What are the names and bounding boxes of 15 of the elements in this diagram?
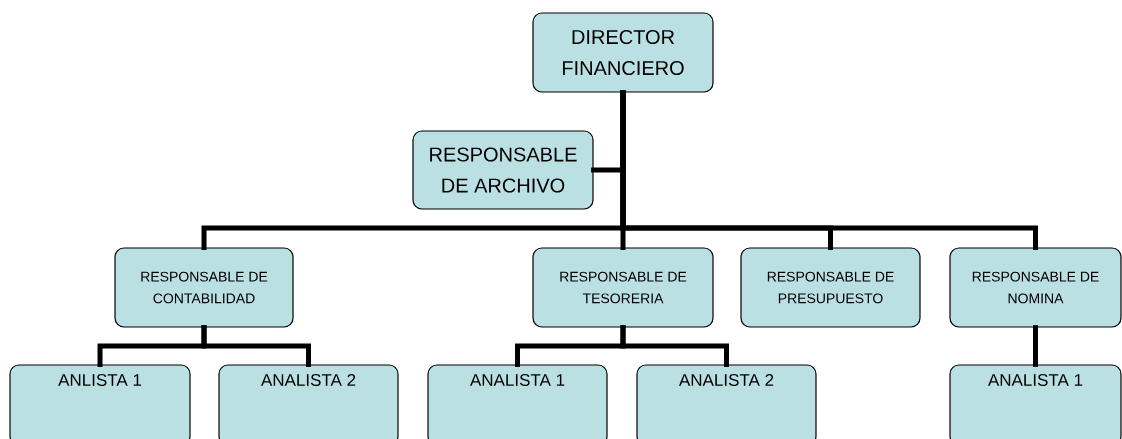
org-box: RESPONSABLE DE NOMINA (949, 247, 1122, 328)
org-box: ANALISTA 2 (636, 364, 817, 439)
org-box: DIRECTOR FINANCIERO (532, 12, 714, 93)
connector-line (620, 325, 729, 367)
org-box: RESPONSABLE DE TESORERIA (532, 247, 714, 328)
connector-line (620, 90, 1038, 250)
org-box: RESPONSABLE DE ARCHIVO (412, 130, 594, 210)
org-box: ANALISTA 1 (949, 364, 1122, 439)
org-box: ANLISTA 1 (9, 364, 191, 439)
org-box: RESPONSABLE DE CONTABILIDAD (114, 247, 294, 328)
org-box: ANALISTA 1 (427, 364, 608, 439)
connector-line (1033, 325, 1038, 367)
org-box: RESPONSABLE DE PRESUPUESTO (740, 247, 921, 328)
connector-line (201, 325, 311, 367)
org-box: ANALISTA 2 (218, 364, 399, 439)
